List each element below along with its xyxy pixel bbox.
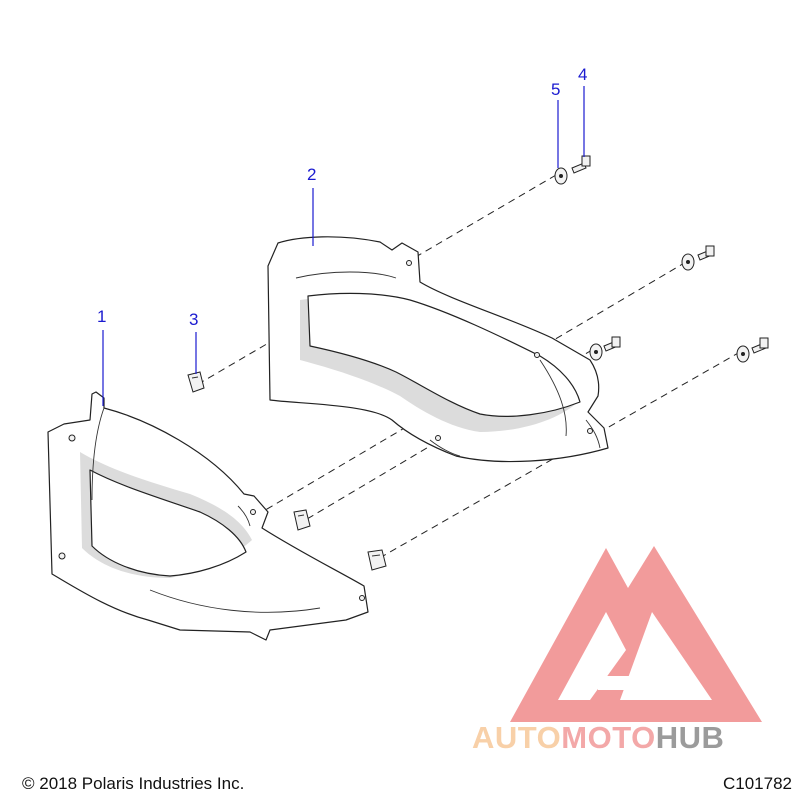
logo-text-moto: MOTO [561,720,655,755]
callout-1: 1 [97,307,106,326]
logo-triangle-mark [510,546,762,722]
heat-shield-front [47,391,369,641]
callout-4: 4 [578,65,587,84]
bolt-lower-right [751,337,769,354]
clip-nut-middle [293,509,311,531]
copyright-text: © 2018 Polaris Industries Inc. [22,774,244,793]
logo-text-auto: AUTO [472,720,561,755]
svg-text:AUTOMOTOHUB: AUTOMOTOHUB [472,720,724,755]
bolt-4 [571,155,591,174]
callout-leaders [102,86,585,406]
washer-lower-right [736,345,750,363]
logo-text-hub: HUB [656,720,725,755]
logo-inner-hook [598,676,640,690]
washer-5 [554,167,568,185]
heat-shield-rear [267,236,609,463]
callout-5: 5 [551,80,560,99]
washer-middle [589,343,603,361]
callout-3: 3 [189,310,198,329]
bolt-upper-right [697,245,715,261]
automotohub-logo: AUTOMOTOHUB [472,546,762,755]
bolt-middle [603,336,621,352]
clip-nut-lower [367,549,387,571]
washer-upper-right [681,253,695,271]
diagram-id: C101782 [723,774,792,793]
clip-nut-3 [187,371,205,393]
callout-2: 2 [307,165,316,184]
